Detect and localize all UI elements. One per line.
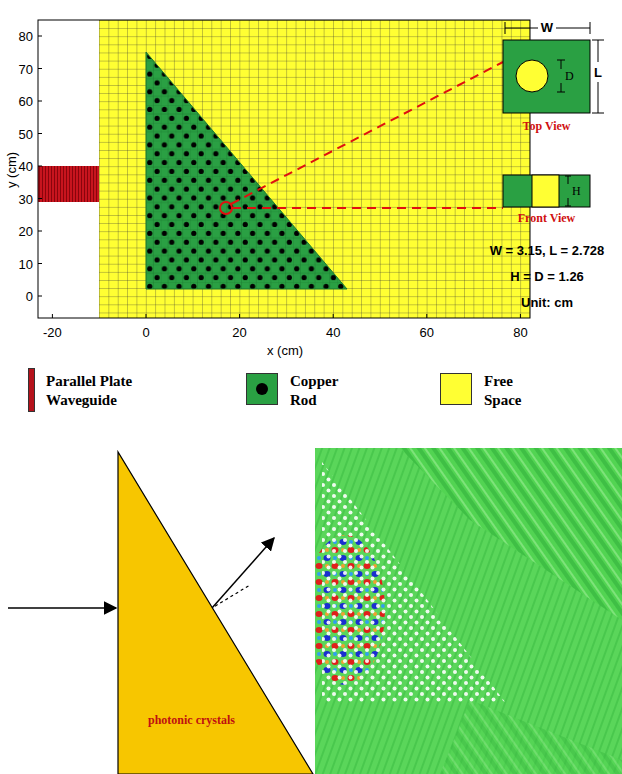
- tick-label: 80: [18, 29, 34, 44]
- dimension-label: H: [572, 184, 581, 199]
- view-caption: Front View: [518, 211, 575, 226]
- copper-rod-swatch: [246, 373, 278, 405]
- tick-label: -20: [42, 325, 63, 340]
- parameter-note: H = D = 1.26: [509, 269, 585, 284]
- axis-title: y (cm): [4, 151, 19, 189]
- top-view-box: DTop View: [503, 40, 590, 113]
- legend-label: Free Space: [484, 372, 544, 410]
- tick-label: 0: [141, 325, 150, 340]
- tick-label: 30: [18, 191, 34, 206]
- free-space-swatch: [440, 373, 472, 405]
- legend-label: Copper Rod: [290, 372, 360, 410]
- parameter-note: W = 3.15, L = 2.728: [489, 243, 606, 258]
- dimension-label: W: [540, 20, 554, 35]
- rod-dot: [256, 383, 268, 395]
- tick-label: 60: [419, 325, 435, 340]
- tick-label: 50: [18, 126, 34, 141]
- tick-label: 20: [231, 325, 247, 340]
- view-caption: Top View: [523, 119, 571, 134]
- tick-label: 60: [18, 94, 34, 109]
- tick-label: 70: [18, 61, 34, 76]
- legend-label: Parallel Plate Waveguide: [46, 372, 166, 410]
- tick-label: 0: [25, 289, 34, 304]
- tick-label: 40: [325, 325, 341, 340]
- tick-label: 10: [18, 256, 34, 271]
- photonic-crystal-prism: photonic crystals: [118, 452, 313, 774]
- tick-label: 80: [512, 325, 528, 340]
- dimension-label: D: [565, 69, 574, 84]
- tick-label: 20: [18, 224, 34, 239]
- unit-note: Unit: cm: [520, 295, 574, 310]
- tick-label: 40: [18, 159, 34, 174]
- axis-title: x (cm): [266, 343, 304, 358]
- waveguide-swatch: [28, 368, 35, 412]
- dimension-label: L: [593, 65, 603, 80]
- front-view-box: HFront View: [503, 175, 590, 207]
- region-label: photonic crystals: [148, 713, 235, 728]
- shape-outline: [503, 40, 590, 113]
